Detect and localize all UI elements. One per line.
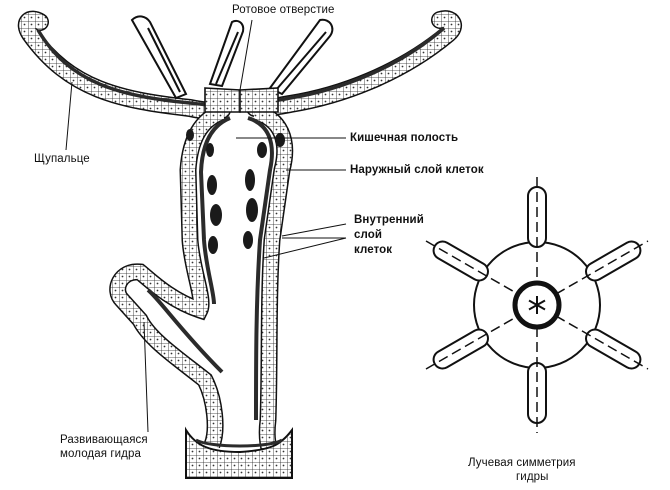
upper-tentacle-mid — [208, 20, 245, 88]
label-gut-cavity: Кишечная полость — [350, 132, 459, 144]
label-mouth: Ротовое отверстие — [232, 4, 335, 16]
label-bud-line2: молодая гидра — [60, 448, 141, 460]
label-tentacle: Щупальце — [34, 153, 90, 165]
endoderm-cells — [186, 129, 285, 254]
label-inner-layer-line1: Внутренний — [354, 214, 424, 226]
label-inner-layer-line2: слой — [354, 229, 383, 241]
radial-symmetry-figure — [425, 177, 649, 433]
label-inner-layer-line3: клеток — [354, 244, 393, 256]
leader-lines — [65, 19, 347, 433]
basal-disc — [185, 426, 293, 479]
symmetry-center-star — [528, 296, 546, 314]
label-symmetry-line1: Лучевая симметрия — [468, 457, 576, 469]
label-symmetry-line2: гидры — [516, 471, 549, 483]
upper-tentacle-right — [268, 18, 334, 96]
label-outer-cell-layer: Наружный слой клеток — [350, 164, 484, 176]
label-bud-line1: Развивающаяся — [60, 434, 148, 446]
